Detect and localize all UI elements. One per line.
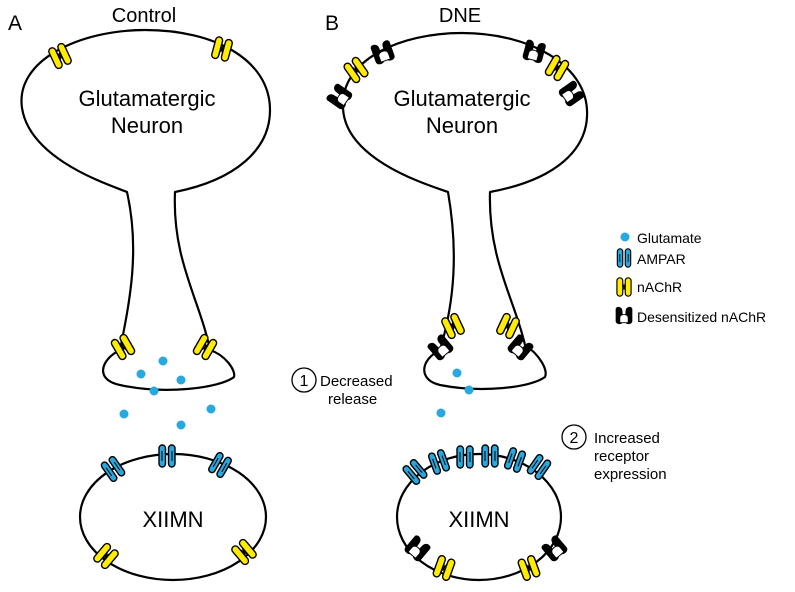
desensitized-nachr-icon — [615, 306, 633, 325]
panel-a-neuron-label-1: Glutamatergic — [79, 86, 216, 111]
panel-b-glutamate-dots — [436, 368, 474, 418]
panel-b-desens-bottom-right — [539, 533, 570, 564]
panel-b-xiimn-label: XIIMN — [448, 507, 509, 532]
annotation-2-line3: expression — [594, 466, 667, 483]
panel-a-ampar-2 — [158, 444, 176, 468]
glutamate-dot — [452, 368, 462, 378]
panel-b-desens-top-1 — [369, 38, 397, 67]
panel-a-nachr-bottom-right — [229, 537, 259, 567]
nachr-receptor-icon — [616, 277, 632, 297]
panel-b-title: DNE — [439, 5, 481, 27]
legend-ampar-label: AMPAR — [637, 251, 686, 267]
panel-a-neuron-outline — [20, 28, 272, 391]
panel-a: A Control Glutamatergic Neuron XIIMN — [8, 5, 272, 582]
ampar-receptor-icon — [616, 248, 632, 268]
annotation-2-line2: receptor — [594, 448, 649, 465]
panel-b: B DNE Glutamatergic Neuron XIIMN — [324, 5, 589, 582]
annotation-2-line1: Increased — [594, 430, 660, 447]
annotation-1-line2: release — [328, 391, 377, 408]
panel-a-xiimn-label: XIIMN — [142, 507, 203, 532]
panel-b-neuron-label-1: Glutamatergic — [394, 86, 531, 111]
glutamate-dot — [436, 408, 446, 418]
panel-a-nachr-terminal-right — [191, 332, 219, 362]
glutamate-dot — [136, 369, 146, 379]
panel-a-nachr-terminal-left — [109, 332, 137, 362]
glutamate-dot — [176, 375, 186, 385]
panel-b-neuron-label-2: Neuron — [426, 113, 498, 138]
panel-b-desens-bottom-left — [402, 533, 433, 564]
glutamate-dot — [119, 409, 129, 419]
legend-desensitized-label: Desensitized nAChR — [637, 309, 766, 325]
panel-b-desens-top-4 — [556, 79, 587, 109]
glutamate-dot — [149, 386, 159, 396]
glutamate-dot — [176, 420, 186, 430]
number-badge-2 — [561, 424, 587, 450]
legend-glutamate: Glutamate — [620, 230, 702, 246]
panel-b-ampar-3 — [456, 445, 474, 469]
panel-a-neuron-label-2: Neuron — [111, 113, 183, 138]
panel-a-ampar-3 — [206, 450, 234, 480]
legend-nachr: nAChR — [616, 277, 682, 297]
panel-a-glutamate-dots — [119, 356, 216, 430]
panel-b-desens-top-2 — [324, 82, 355, 112]
panel-a-title: Control — [112, 5, 176, 27]
legend-ampar: AMPAR — [616, 248, 686, 268]
panel-b-letter: B — [325, 12, 339, 35]
glutamate-dot — [464, 385, 474, 395]
legend-glutamate-label: Glutamate — [637, 230, 702, 246]
annotation-increased-expression: 2 Increased receptor expression — [561, 424, 667, 483]
annotation-decreased-release: 1 Decreased release — [291, 367, 393, 408]
annotation-1-line1: Decreased — [320, 373, 393, 390]
panel-a-nachr-top-right — [210, 35, 234, 63]
legend-nachr-label: nAChR — [637, 279, 682, 295]
number-badge-1 — [291, 367, 317, 393]
panel-b-nachr-bottom-right — [516, 554, 542, 582]
glutamate-dot — [206, 404, 216, 414]
glutamate-dot-icon — [620, 232, 630, 242]
panel-b-ampar-4 — [481, 444, 499, 468]
annotation-1-number: 1 — [300, 373, 309, 390]
panel-a-nachr-top-left — [46, 41, 74, 71]
legend: Glutamate AMPAR nAChR Desensitized nAChR — [615, 230, 766, 325]
panel-b-xiimn-outline — [395, 452, 563, 582]
annotation-2-number: 2 — [570, 430, 579, 447]
panel-b-ampar-6 — [525, 452, 553, 482]
panel-a-letter: A — [8, 12, 22, 35]
panel-b-ampar-1 — [401, 457, 429, 487]
panel-b-nachr-top-2 — [543, 53, 571, 83]
glutamate-dot — [158, 356, 168, 366]
legend-desensitized: Desensitized nAChR — [615, 306, 766, 325]
